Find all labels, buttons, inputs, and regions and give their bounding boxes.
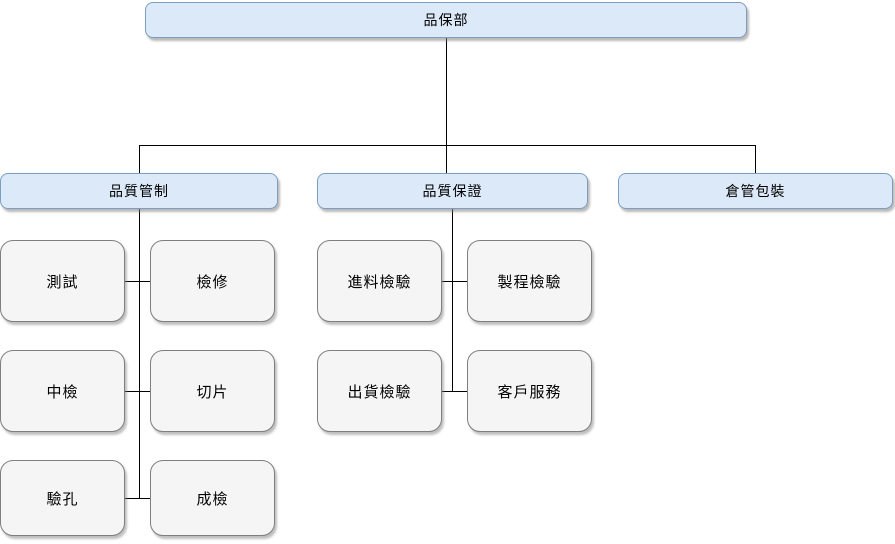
connector-drop-quality-control <box>139 145 140 173</box>
node-process-inspection: 製程檢驗 <box>467 240 592 322</box>
node-quality-control: 品質管制 <box>0 173 278 209</box>
connector-stub-qc-row1 <box>125 281 150 282</box>
node-hole-inspection: 驗孔 <box>0 460 125 536</box>
connector-level2-bus <box>139 145 756 146</box>
connector-trunk-quality-assurance <box>452 209 453 392</box>
node-slicing: 切片 <box>150 350 275 432</box>
node-incoming-inspection: 進料檢驗 <box>317 240 442 322</box>
connector-trunk-quality-control <box>139 209 140 499</box>
connector-stub-qa-row1 <box>441 281 467 282</box>
node-shipping-inspection: 出貨檢驗 <box>317 350 442 432</box>
node-inspection-repair: 檢修 <box>150 240 275 322</box>
connector-stub-qc-row2 <box>125 391 150 392</box>
node-final-inspection: 成檢 <box>150 460 275 536</box>
node-quality-assurance-dept: 品保部 <box>145 2 747 38</box>
node-mid-inspection: 中檢 <box>0 350 125 432</box>
connector-drop-warehouse-packaging <box>755 145 756 173</box>
node-customer-service: 客戶服務 <box>467 350 592 432</box>
node-warehouse-packaging: 倉管包裝 <box>618 173 893 209</box>
node-testing: 測試 <box>0 240 125 322</box>
connector-stub-qc-row3 <box>125 498 150 499</box>
connector-stub-qa-row2 <box>441 391 467 392</box>
connector-root-drop <box>446 38 447 173</box>
node-quality-assurance: 品質保證 <box>317 173 588 209</box>
